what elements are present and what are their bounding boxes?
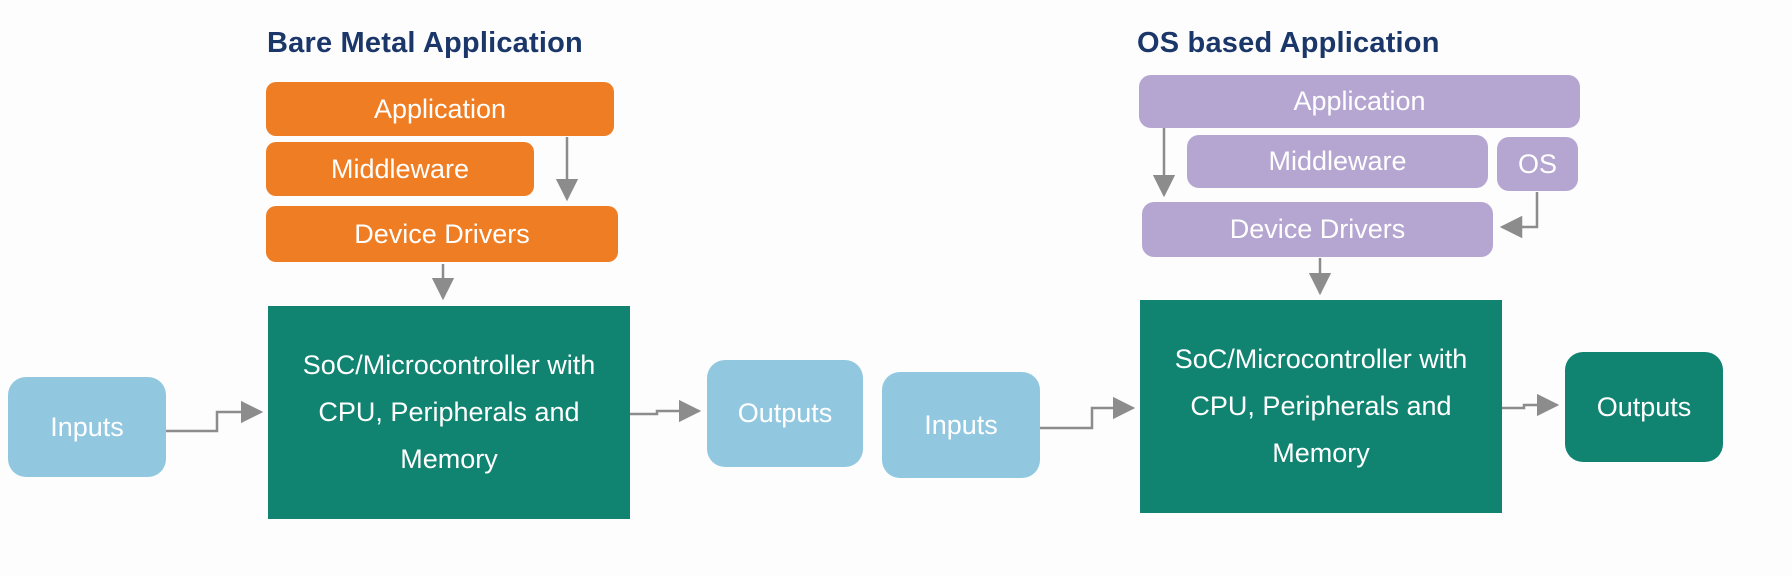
bare-metal-outputs-box: Outputs bbox=[707, 360, 863, 467]
arrow-os-soc-to-outputs bbox=[1502, 393, 1560, 417]
bare-metal-device-drivers-box: Device Drivers bbox=[266, 206, 618, 262]
os-inputs-box: Inputs bbox=[882, 372, 1040, 478]
bare-metal-middleware-box: Middleware bbox=[266, 142, 534, 196]
os-soc-box: SoC/Microcontroller with CPU, Peripheral… bbox=[1140, 300, 1502, 513]
os-outputs-box: Outputs bbox=[1565, 352, 1723, 462]
bare-metal-inputs-box: Inputs bbox=[8, 377, 166, 477]
bare-metal-application-box: Application bbox=[266, 82, 614, 136]
arrow-bm-soc-to-outputs bbox=[630, 399, 702, 423]
arrow-bm-inputs-to-soc bbox=[166, 400, 264, 433]
arrow-os-inputs-to-soc bbox=[1040, 396, 1136, 430]
bare-metal-soc-box: SoC/Microcontroller with CPU, Peripheral… bbox=[268, 306, 630, 519]
os-os-box: OS bbox=[1497, 137, 1578, 191]
arrow-os-to-device-drivers bbox=[1499, 192, 1539, 239]
os-application-box: Application bbox=[1139, 75, 1580, 128]
os-based-title: OS based Application bbox=[1137, 27, 1440, 59]
os-device-drivers-box: Device Drivers bbox=[1142, 202, 1493, 257]
bare-metal-title: Bare Metal Application bbox=[267, 27, 583, 59]
os-middleware-box: Middleware bbox=[1187, 135, 1488, 188]
